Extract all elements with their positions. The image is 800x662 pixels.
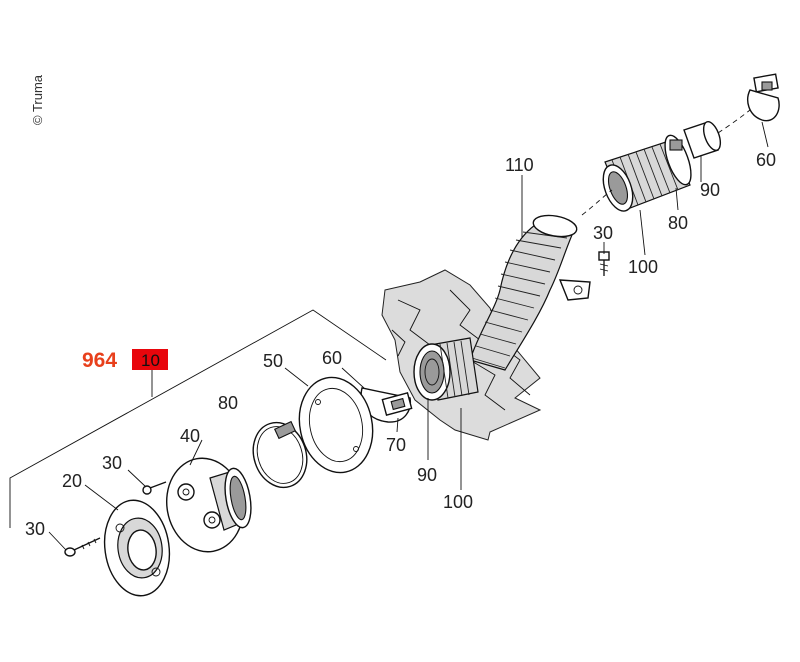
label-30-mid: 30 — [102, 453, 122, 473]
screw-30-mid — [142, 481, 167, 495]
cover-20 — [103, 499, 171, 597]
assembly-badge — [132, 349, 168, 370]
flex-duct-110 — [469, 214, 591, 371]
label-90-top: 90 — [700, 180, 720, 200]
label-110: 110 — [505, 155, 534, 175]
label-50: 50 — [263, 351, 283, 371]
label-20: 20 — [62, 471, 82, 491]
hose-clamp-80 — [252, 420, 308, 489]
screw-30-low — [64, 537, 101, 557]
label-80-top: 80 — [668, 213, 688, 233]
copyright-text: © Truma — [30, 74, 45, 125]
assembly-badge-label: 10 — [141, 351, 160, 370]
label-40: 40 — [180, 426, 200, 446]
label-80-mid: 80 — [218, 393, 238, 413]
leader-lines — [48, 109, 769, 551]
label-100-top: 100 — [628, 257, 658, 277]
assembly-number: 964 — [82, 349, 117, 372]
upper-duct-assembly — [602, 121, 722, 212]
clamp-60-top — [747, 73, 780, 122]
wall-sleeve — [413, 337, 479, 401]
label-60-top: 60 — [756, 150, 776, 170]
label-30-low: 30 — [25, 519, 45, 539]
label-30-top: 30 — [593, 223, 613, 243]
screw-30-top — [598, 251, 610, 276]
label-100-mid: 100 — [443, 492, 473, 512]
assembly-bracket — [9, 309, 387, 528]
flange-50 — [298, 376, 374, 474]
clamp-60-mid — [360, 387, 413, 423]
label-90-mid: 90 — [417, 465, 437, 485]
label-60-mid: 60 — [322, 348, 342, 368]
label-70: 70 — [386, 435, 406, 455]
housing-40 — [165, 457, 252, 553]
